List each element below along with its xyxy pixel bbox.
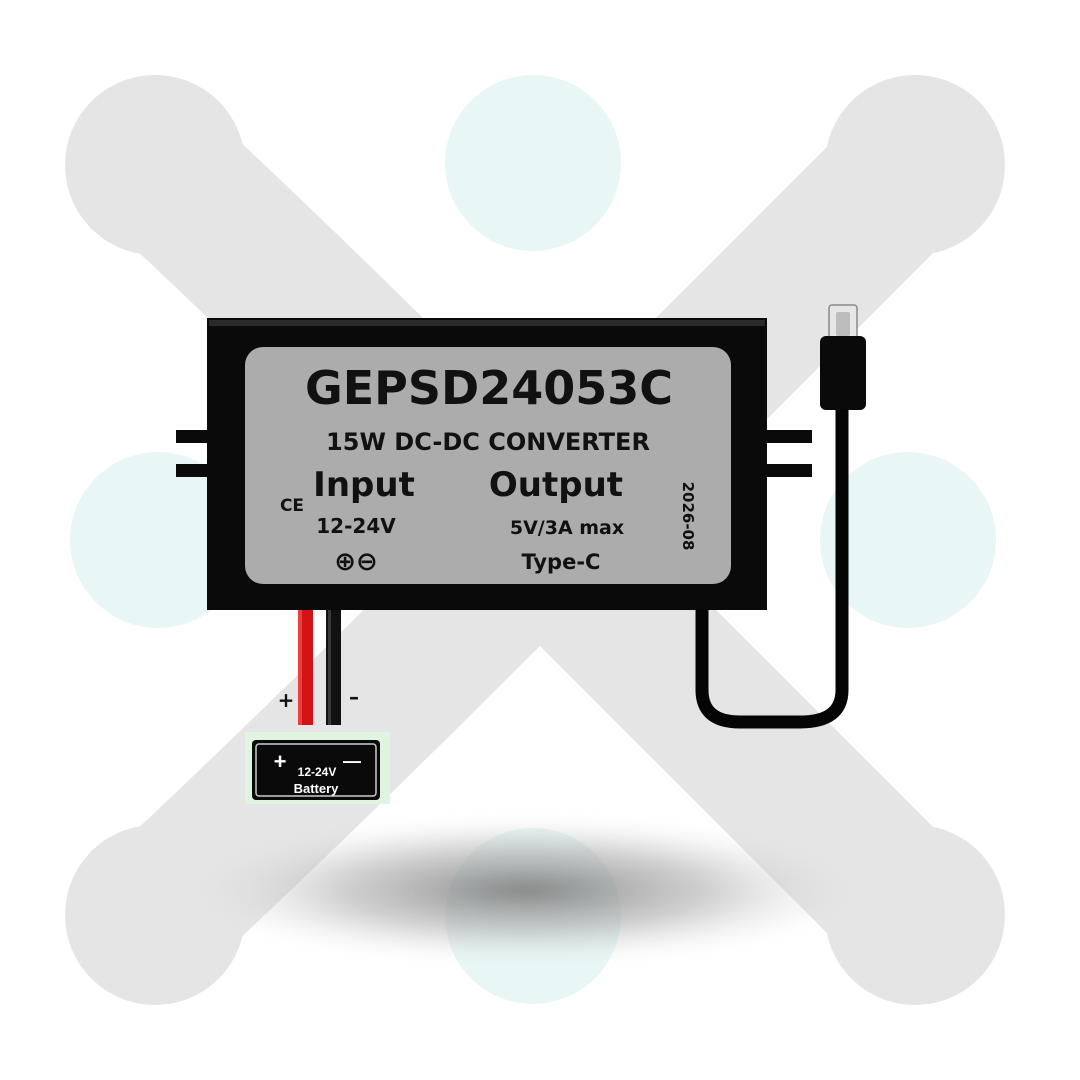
- product-label: [245, 347, 731, 584]
- positive-wire-mark: +: [278, 688, 295, 712]
- battery-minus: —: [343, 751, 361, 771]
- input-heading: Input: [313, 465, 415, 505]
- output-connector: Type-C: [522, 550, 601, 574]
- ground-shadow: [195, 818, 855, 962]
- output-rating: 5V/3A max: [510, 517, 624, 539]
- date-code: 2026-08: [679, 482, 697, 551]
- battery-icon: [245, 732, 390, 804]
- battery-plus: +: [274, 749, 287, 774]
- input-voltage: 12-24V: [316, 514, 396, 538]
- product-description: 15W DC-DC CONVERTER: [326, 428, 650, 456]
- battery-name: Battery: [294, 781, 340, 796]
- output-heading: Output: [489, 465, 623, 505]
- negative-wire-mark: –: [349, 685, 359, 709]
- polarity-icon: ⊕⊖: [334, 547, 378, 577]
- ce-mark-icon: CE: [280, 496, 304, 516]
- battery-voltage: 12-24V: [298, 765, 337, 779]
- model-number: GEPSD24053C: [305, 361, 673, 415]
- input-wires: [298, 605, 341, 725]
- usb-c-cable: [695, 393, 849, 729]
- usb-c-plug-icon: [820, 304, 866, 410]
